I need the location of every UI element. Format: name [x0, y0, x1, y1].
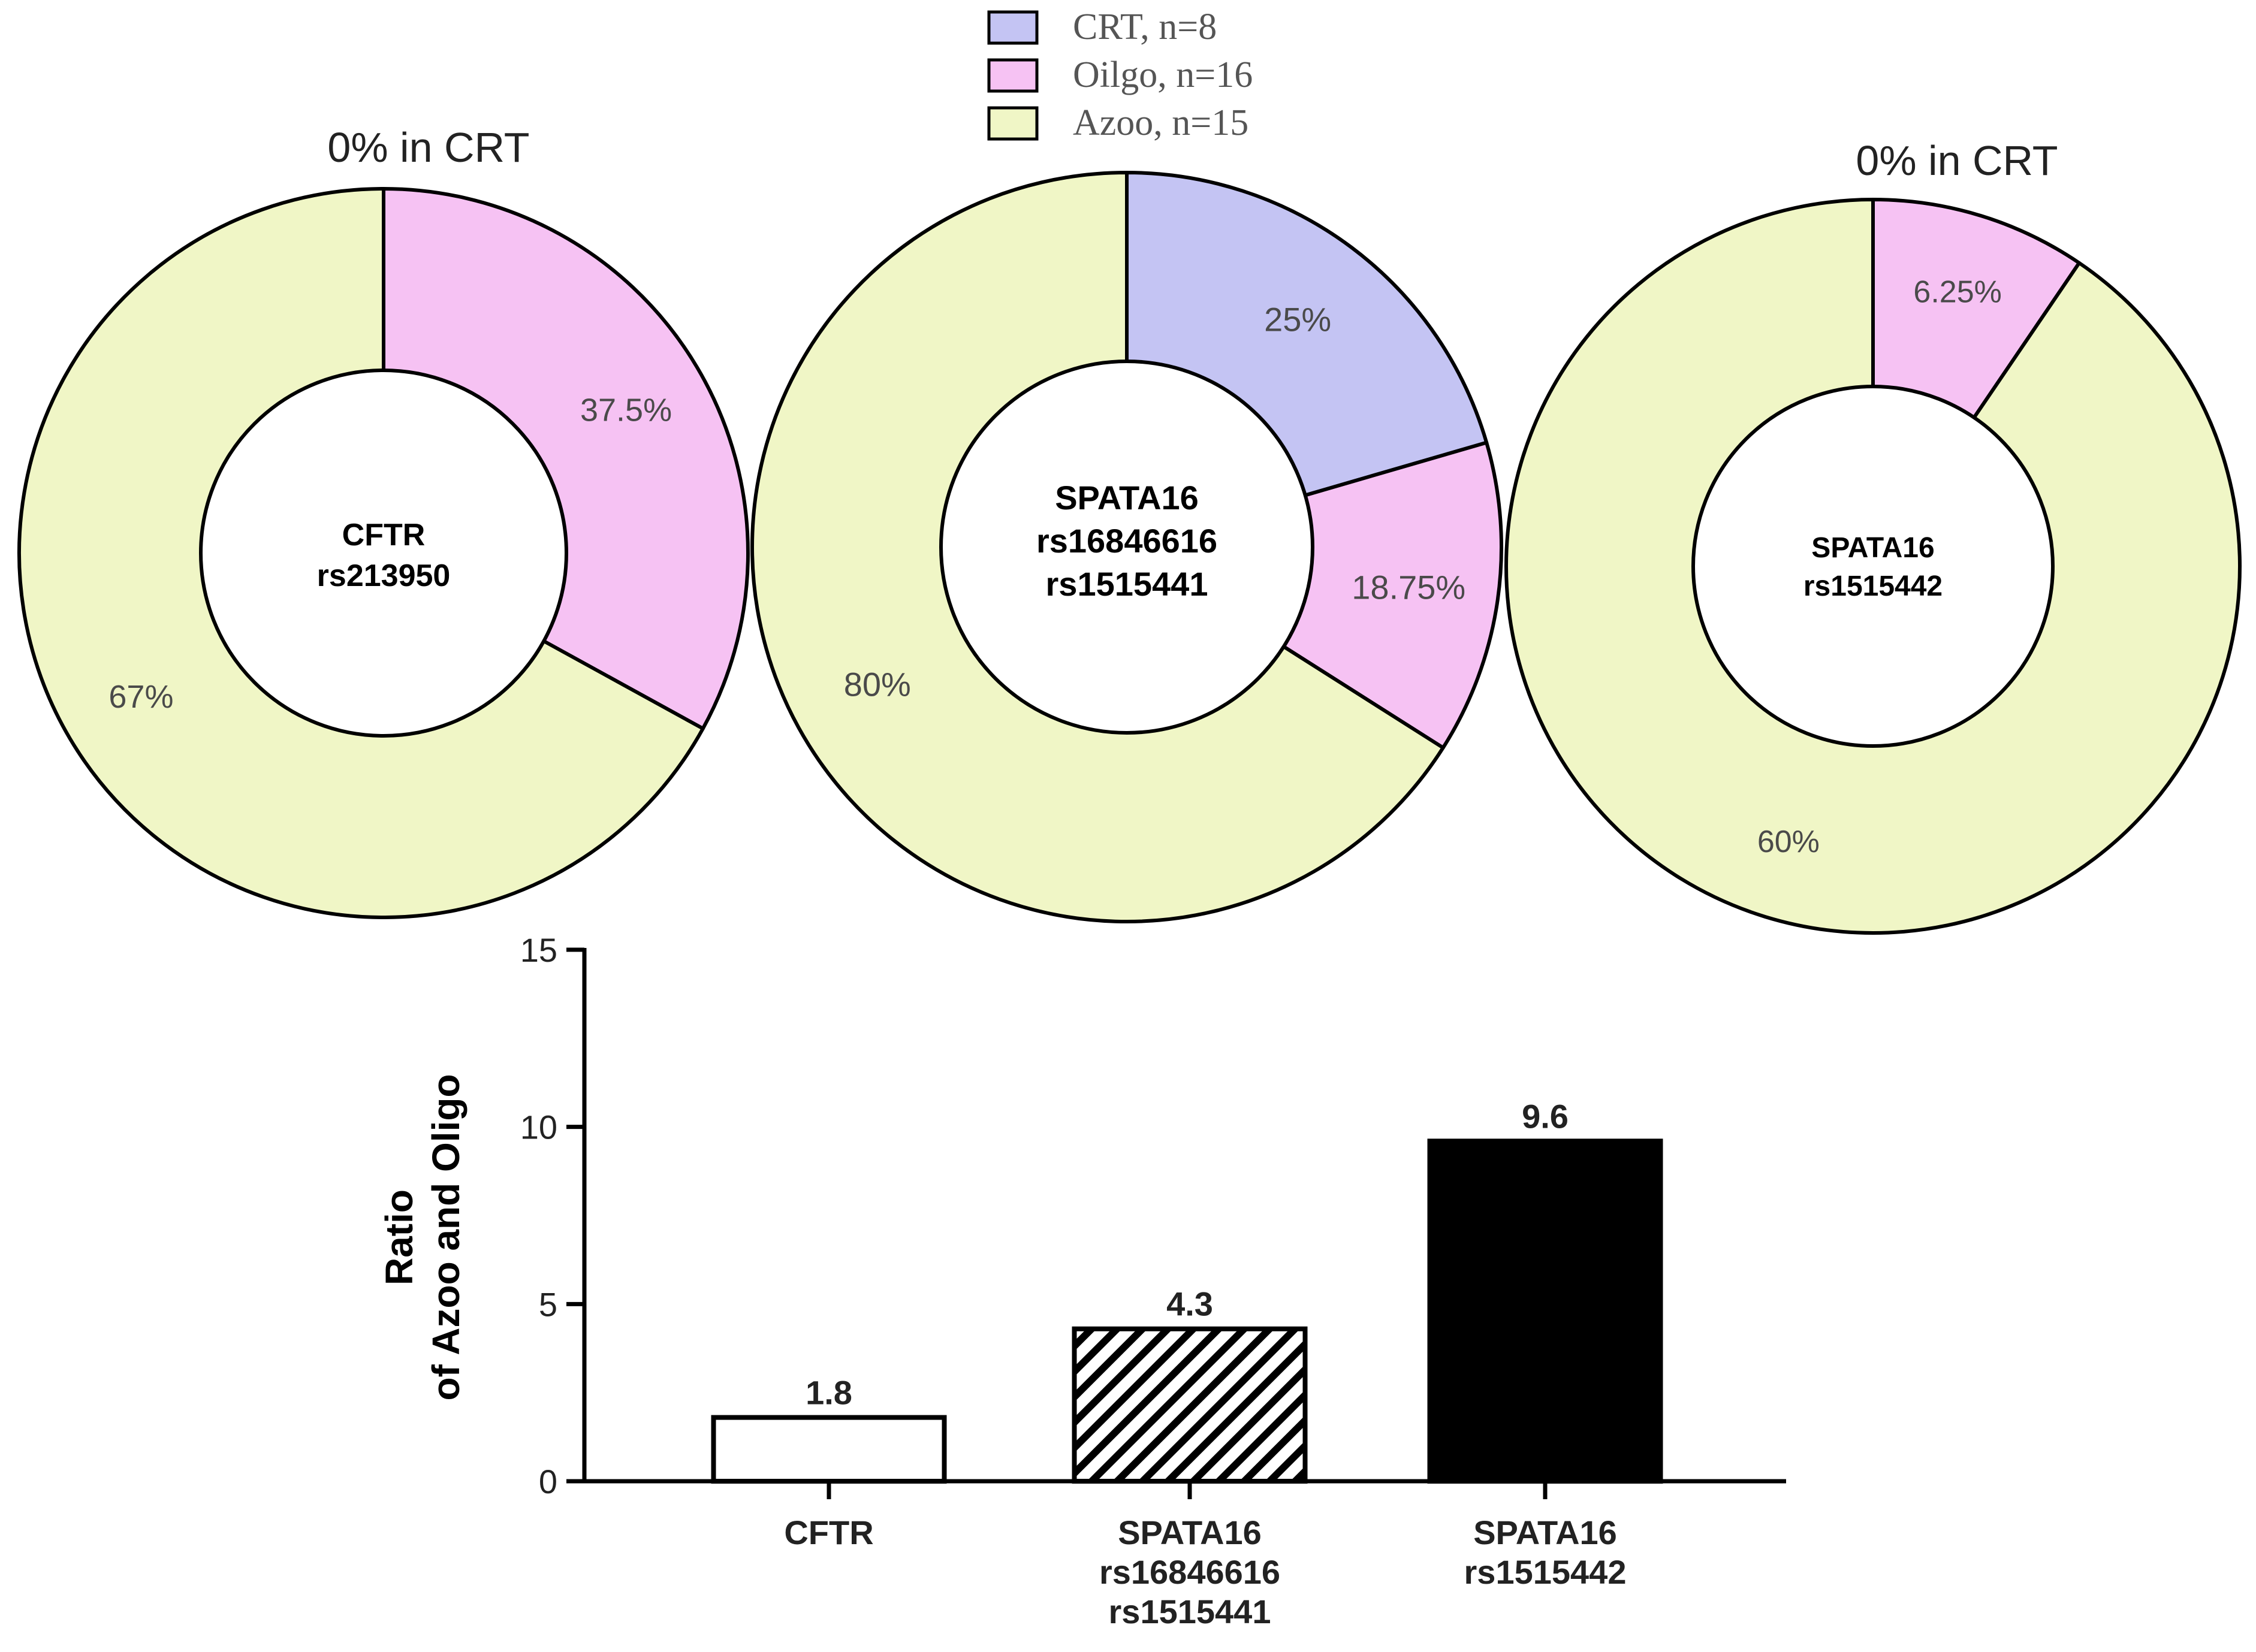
y-tick-label: 15 [520, 931, 557, 969]
donut-center-label-line2: rs213950 [317, 558, 451, 593]
bar-data-label: 1.8 [806, 1374, 852, 1412]
legend-swatch-oilgo [987, 58, 1039, 93]
bar [1427, 1138, 1663, 1484]
legend-label-azoo: Azoo, n=15 [1073, 102, 1248, 143]
donut-slice-label-oilgo: 6.25% [1913, 274, 2001, 309]
donut-hole [939, 360, 1314, 735]
y-axis-title: Ratio of Azoo and Oligo [378, 1074, 468, 1400]
donut-chart-cftr: 0% in CRT 37.5% 67% CFTR rs213950 [17, 124, 750, 919]
y-axis-title-line1: Ratio [378, 1189, 421, 1285]
donut-slice-oilgo [1125, 440, 1503, 750]
x-tick-label: rs16846616 [1099, 1553, 1280, 1591]
x-tick-label: SPATA16 [1118, 1514, 1262, 1551]
bar [711, 1415, 947, 1484]
y-axis-title-line2: of Azoo and Oligo [424, 1074, 468, 1400]
legend: CRT, n=8 Oilgo, n=16 Azoo, n=15 [987, 7, 1253, 143]
donut-center-label-line1: SPATA16 [1811, 532, 1934, 564]
donut-slice-label-azoo: 80% [844, 665, 911, 703]
donut-center-label-line1: CFTR [342, 518, 426, 552]
donut-hole [199, 369, 568, 738]
y-tick-label: 5 [539, 1285, 557, 1323]
donut-center-label-line3: rs1515441 [1046, 565, 1208, 603]
donut-slice-label-crt: 25% [1264, 301, 1331, 339]
donut-center-label-line2: rs1515442 [1803, 570, 1943, 602]
donut-slice-label-oilgo: 37.5% [580, 392, 672, 428]
donut-hole [1691, 385, 2055, 748]
donut-chart-spata16-rs16846616: 25% 18.75% 80% SPATA16 rs16846616 rs151544… [750, 171, 1503, 923]
bar [1072, 1326, 1308, 1484]
donut-slice-label-oilgo: 18.75% [1352, 569, 1465, 606]
donut-center-label-line1: SPATA16 [1055, 479, 1199, 517]
legend-label-crt: CRT, n=8 [1073, 7, 1217, 47]
donut-note: 0% in CRT [1856, 137, 2058, 184]
y-tick-label: 10 [520, 1109, 557, 1146]
legend-swatch-crt [987, 10, 1039, 45]
legend-label-oilgo: Oilgo, n=16 [1073, 55, 1253, 95]
donut-slice-label-azoo: 60% [1757, 825, 1820, 859]
x-tick-label: rs1515442 [1464, 1553, 1627, 1591]
y-tick-label: 0 [539, 1463, 557, 1500]
donut-center-label-line2: rs16846616 [1036, 522, 1217, 560]
legend-swatch-azoo [987, 106, 1039, 141]
donut-chart-spata16-rs1515442: 0% in CRT 6.25% 60% SPATA16 rs1515442 [1504, 137, 2242, 935]
donut-note: 0% in CRT [327, 124, 529, 171]
x-tick-label: CFTR [784, 1514, 873, 1551]
x-tick-label: rs1515441 [1109, 1593, 1271, 1630]
x-tick-label: SPATA16 [1473, 1514, 1617, 1551]
bar-data-label: 9.6 [1522, 1097, 1569, 1135]
bar-chart: Ratio of Azoo and Oligo 0 5 10 15 1.8 4.3 9.6… [378, 931, 1786, 1630]
donut-slice-label-azoo: 67% [108, 679, 173, 715]
bar-data-label: 4.3 [1166, 1285, 1213, 1323]
